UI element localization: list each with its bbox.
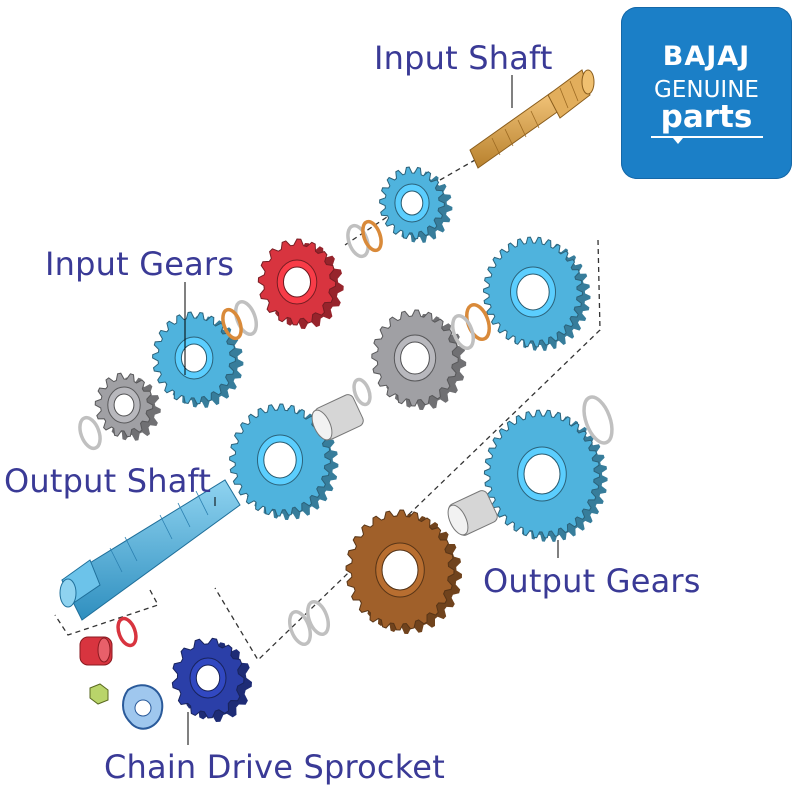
- label-chain-drive-sprocket: Chain Drive Sprocket: [104, 748, 445, 786]
- logo-underline: [651, 136, 763, 138]
- logo-arrow-icon: [673, 138, 683, 144]
- chain-drive-sprocket: [171, 637, 252, 722]
- label-output-gears: Output Gears: [483, 562, 701, 600]
- washer: [352, 377, 372, 407]
- red-collar: [79, 636, 113, 666]
- washer: [233, 299, 259, 337]
- input-gear-red: [257, 238, 344, 329]
- thrust-washer: [582, 395, 614, 445]
- washer: [287, 609, 313, 647]
- circlip: [221, 307, 243, 341]
- logo-parts: parts: [660, 99, 753, 135]
- needle-bearing-right: [447, 490, 498, 536]
- input-gear-blue-left: [152, 311, 244, 408]
- output-gear-large-blue: [483, 409, 608, 542]
- input-gear-top-blue: [379, 166, 453, 243]
- o-ring: [116, 616, 138, 648]
- lock-plate: [122, 684, 164, 730]
- leader-lines: [184, 75, 559, 745]
- logo-genuine: GENUINE: [654, 77, 759, 103]
- bajaj-genuine-parts-logo: BAJAJ GENUINE parts: [621, 7, 792, 179]
- needle-bearing-left: [311, 394, 364, 441]
- label-output-shaft: Output Shaft: [4, 462, 212, 500]
- label-input-shaft: Input Shaft: [374, 39, 553, 77]
- output-gear-brown: [345, 509, 462, 634]
- label-input-gears: Input Gears: [45, 245, 235, 283]
- input-gear-large-blue-right: [482, 236, 591, 351]
- washer: [346, 223, 370, 259]
- lock-nut: [89, 683, 109, 705]
- washer: [305, 599, 331, 637]
- assembly-lines: [54, 159, 601, 662]
- output-gear-gray: [371, 309, 467, 410]
- output-shaft: [59, 479, 241, 621]
- logo-brand: BAJAJ: [662, 41, 751, 72]
- output-gear-blue-center: [229, 403, 339, 520]
- washer: [450, 313, 476, 351]
- circlip: [361, 219, 383, 253]
- input-gear-gray-small: [94, 372, 161, 441]
- input-shaft: [469, 69, 595, 169]
- washer: [78, 415, 102, 451]
